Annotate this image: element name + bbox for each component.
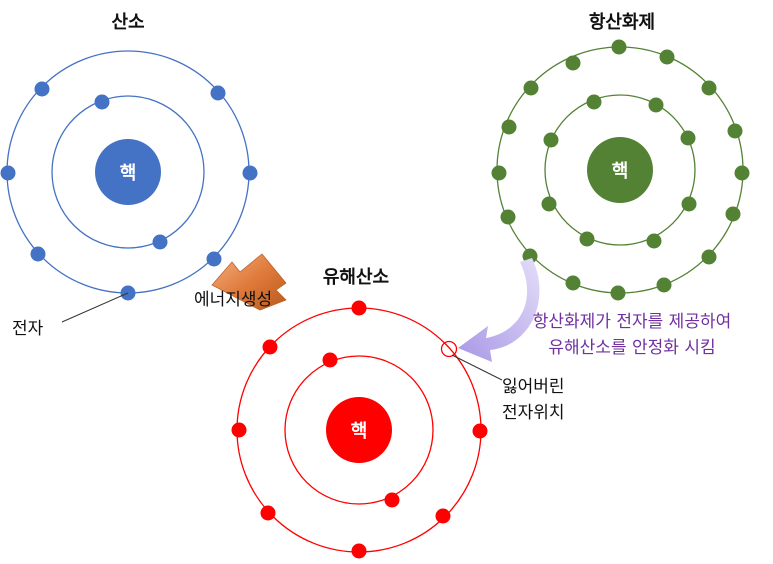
- electron: [543, 132, 559, 148]
- electron: [659, 49, 675, 65]
- oxygen-inner-shell: [51, 95, 205, 249]
- electron: [725, 206, 741, 222]
- electron: [680, 130, 696, 146]
- free-radical-inner-shell: [284, 355, 434, 505]
- free-radical-nucleus: [326, 397, 392, 463]
- lost-electron-label-line1: 잃어버린: [502, 377, 565, 397]
- oxygen-nucleus: [95, 139, 161, 205]
- electron: [648, 97, 664, 113]
- antioxidant-nucleus: [587, 137, 653, 203]
- electron-label: 전자: [12, 319, 44, 339]
- energy-arrow-shape: [211, 253, 287, 311]
- energy-arrow: 에너지생성: [194, 253, 287, 311]
- electron: [260, 505, 276, 521]
- electron: [322, 352, 338, 368]
- electron: [472, 423, 488, 439]
- electron: [727, 123, 743, 139]
- donation-arrow: 항산화제가 전자를 제공하여 유해산소를 안정화 시킴: [458, 258, 731, 362]
- electron: [579, 231, 595, 247]
- oxygen-atom: 산소 핵 전자: [0, 12, 258, 339]
- electron: [351, 300, 367, 316]
- electron: [681, 196, 697, 212]
- oxygen-title: 산소: [111, 12, 144, 33]
- electron: [523, 80, 539, 96]
- antioxidant-inner-shell: [544, 94, 696, 246]
- electron-pointer-line: [61, 292, 129, 323]
- lost-electron-position: [440, 340, 458, 358]
- oxygen-electrons: [0, 81, 258, 301]
- electron: [94, 94, 110, 110]
- electron: [701, 249, 717, 265]
- electron: [0, 165, 16, 181]
- electron: [611, 39, 627, 55]
- antioxidant-atom: 항산화제 핵: [491, 12, 750, 301]
- electron: [262, 339, 278, 355]
- electron: [30, 246, 46, 262]
- electron: [242, 165, 258, 181]
- electron: [491, 165, 507, 181]
- free-radical-electrons: [231, 300, 488, 559]
- free-radical-title: 유해산소: [323, 267, 389, 288]
- electron: [152, 234, 168, 250]
- oxygen-nucleus-label: 핵: [120, 163, 137, 184]
- lost-electron-pointer-line: [451, 354, 503, 381]
- electron: [500, 209, 516, 225]
- electron: [734, 165, 750, 181]
- electron: [34, 81, 50, 97]
- electron: [351, 543, 367, 559]
- electron: [610, 285, 626, 301]
- donation-label-line1: 항산화제가 전자를 제공하여: [533, 312, 732, 332]
- energy-label: 에너지생성: [194, 290, 272, 310]
- electron: [501, 119, 517, 135]
- antioxidant-nucleus-label: 핵: [612, 161, 629, 182]
- free-radical-nucleus-label: 핵: [351, 421, 368, 442]
- electron: [231, 422, 247, 438]
- antioxidant-title: 항산화제: [589, 12, 655, 33]
- electron: [541, 196, 557, 212]
- electron: [435, 508, 451, 524]
- antioxidant-electrons: [491, 39, 750, 301]
- electron: [656, 277, 672, 293]
- electron: [522, 248, 538, 264]
- lost-electron-label-line2: 전자위치: [502, 403, 565, 423]
- electron: [384, 492, 400, 508]
- electron: [210, 85, 226, 101]
- free-radical-atom: 유해산소 핵 잃어버린 전자위치: [231, 267, 565, 559]
- donation-arrow-shape: [458, 258, 540, 362]
- electron: [206, 251, 222, 267]
- electron: [565, 275, 581, 291]
- electron: [565, 55, 581, 71]
- electron: [586, 94, 602, 110]
- electron: [646, 233, 662, 249]
- donation-label-line2: 유해산소를 안정화 시킴: [548, 338, 715, 358]
- electron: [701, 80, 717, 96]
